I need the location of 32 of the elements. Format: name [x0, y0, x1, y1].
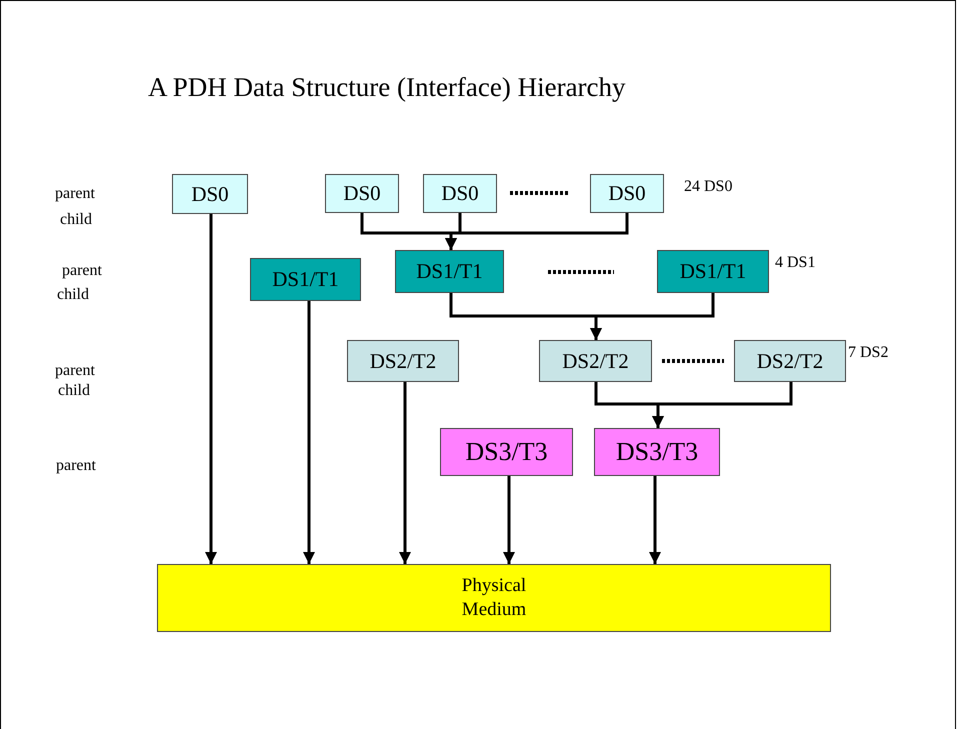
interface-box: DS2/T2 [734, 340, 846, 382]
arrow [445, 213, 628, 250]
level-label: child [57, 286, 89, 304]
interface-box: DS2/T2 [539, 340, 652, 382]
arrow [303, 301, 315, 564]
interface-box: DS0 [325, 174, 399, 213]
interface-box: DS0 [590, 174, 664, 213]
arrow [205, 214, 217, 564]
interface-box: DS0 [423, 174, 497, 213]
count-note: 24 DS0 [684, 178, 732, 196]
interface-box: DS3/T3 [594, 428, 720, 476]
interface-box: DS3/T3 [440, 428, 573, 476]
interface-box: Physical Medium [157, 564, 831, 632]
level-label: child [58, 382, 90, 400]
level-label: child [60, 211, 92, 229]
interface-box: DS1/T1 [395, 250, 504, 293]
level-label: parent [55, 185, 95, 203]
interface-box: DS1/T1 [250, 258, 361, 301]
interface-box: DS2/T2 [347, 340, 459, 382]
arrow [649, 476, 661, 564]
count-note: 4 DS1 [775, 254, 816, 272]
level-label: parent [56, 457, 96, 475]
level-label: parent [55, 362, 95, 380]
arrow [503, 476, 515, 564]
arrow [652, 382, 792, 428]
diagram-title: A PDH Data Structure (Interface) Hierarchy [148, 72, 626, 103]
arrow [590, 293, 714, 340]
arrow [399, 382, 411, 564]
count-note: 7 DS2 [848, 344, 888, 362]
level-label: parent [62, 262, 102, 280]
interface-box: DS1/T1 [657, 250, 769, 293]
interface-box: DS0 [172, 174, 248, 214]
